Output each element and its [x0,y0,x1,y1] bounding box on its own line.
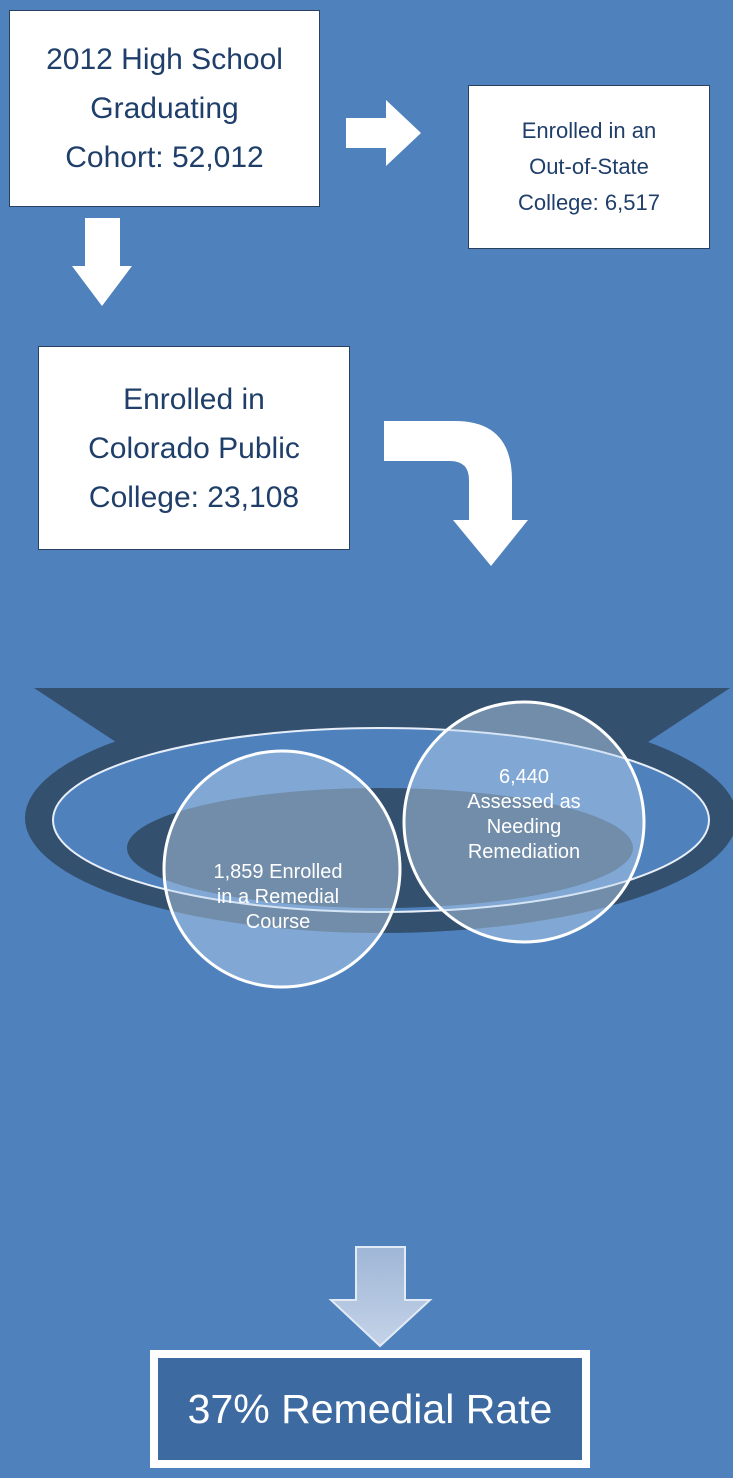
remedial-line-2: in a Remedial [216,885,340,908]
colorado-line-3: College: 23,108 [88,480,300,514]
cohort-line-2: Graduating [90,92,239,125]
result-down-arrow-icon [328,1246,433,1348]
assessed-line-2: Assessed as [467,791,581,813]
assessed-line-3: Needing [486,816,562,838]
out-of-state-line-3: College: 6,517 [518,190,660,215]
out-of-state-line-1: Enrolled in an [521,118,657,143]
out-of-state-line-2: Out-of-State [529,154,649,179]
remedial-bubble-text: 1,859 Enrolled in a Remedial Course [178,847,378,947]
assessed-bubble [402,700,646,944]
cohort-line-1: 2012 High School [46,43,283,76]
assessed-bubble-text: 6,440 Assessed as Needing Remediation [424,755,624,875]
cohort-box: 2012 High School Graduating Cohort: 52,0… [9,10,320,207]
bent-arrow-icon [384,421,528,566]
colorado-line-2: Colorado Public [88,431,300,465]
colorado-box: Enrolled in Colorado Public College: 23,… [38,346,350,550]
remedial-line-3: Course [245,910,311,933]
out-of-state-box: Enrolled in an Out-of-State College: 6,5… [468,85,710,249]
funnel [25,688,733,933]
remedial-rate-label: 37% Remedial Rate [187,1385,553,1432]
colorado-line-1: Enrolled in [123,382,265,416]
assessed-line-1: 6,440 [498,766,550,788]
remedial-rate-box: 37% Remedial Rate [150,1350,590,1468]
assessed-line-4: Remediation [467,841,581,863]
right-arrow-icon [346,100,421,166]
cohort-line-3: Cohort: 52,012 [65,141,264,174]
remedial-line-1: 1,859 Enrolled [213,860,343,883]
down-arrow-icon [72,218,132,306]
remedial-bubble [162,749,402,989]
